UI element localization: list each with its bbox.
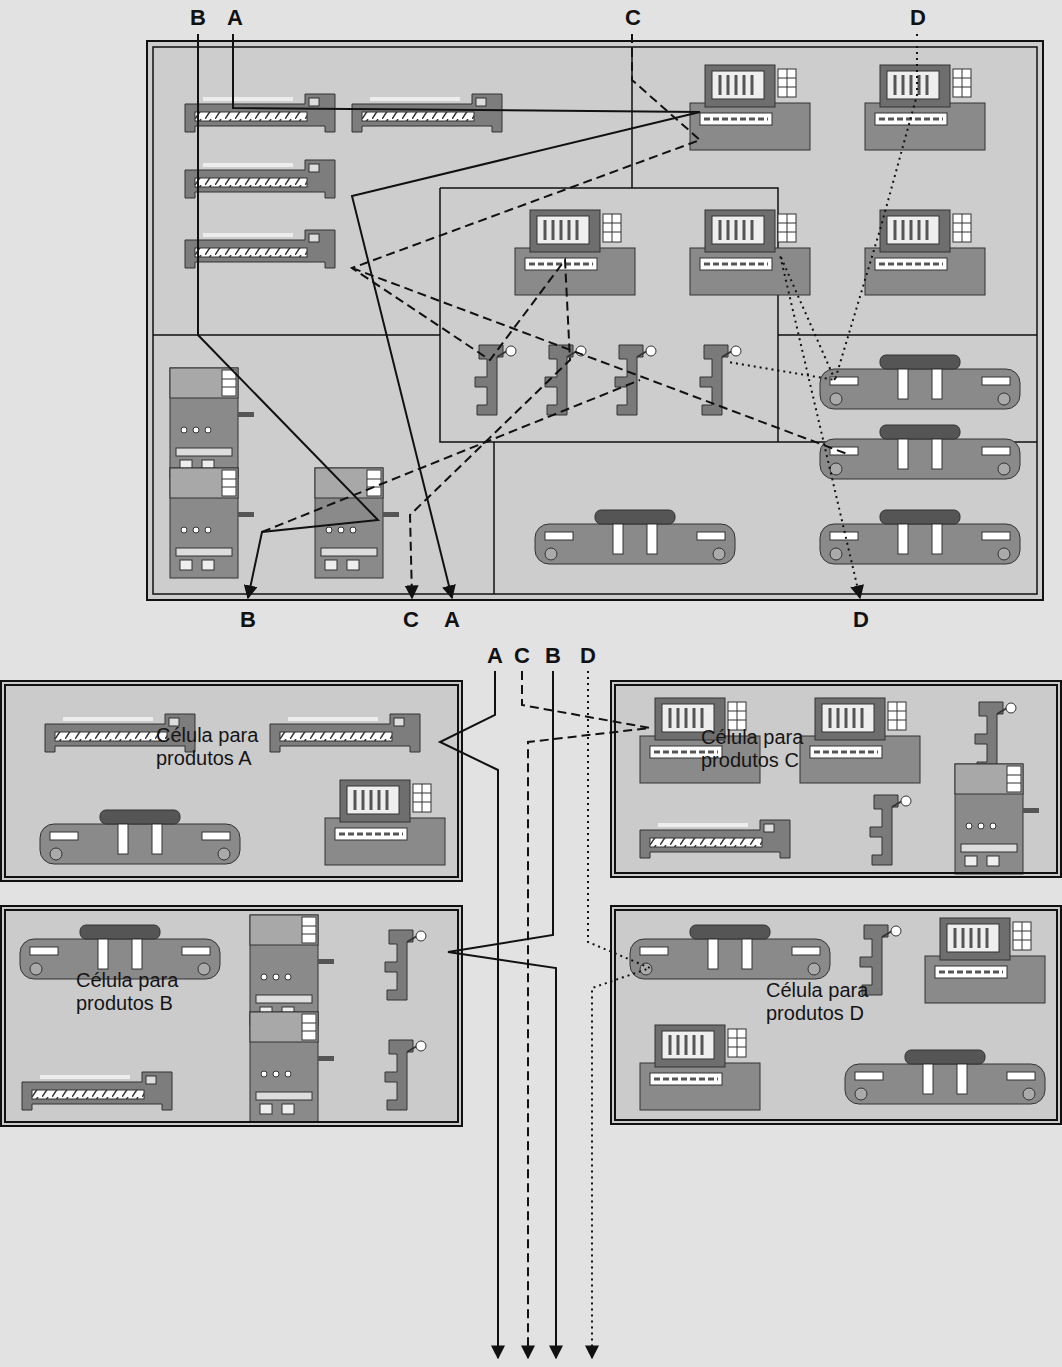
flow-letter: B xyxy=(190,6,206,30)
flow-letter: A xyxy=(487,644,503,668)
drawing-part xyxy=(250,915,334,1025)
drawing-part xyxy=(640,820,790,858)
drawing-part xyxy=(690,65,810,150)
drawing-part xyxy=(800,698,920,783)
drawing-part xyxy=(588,671,650,1358)
drawing-part xyxy=(865,65,985,150)
drawing-part xyxy=(233,34,700,598)
drawing-part xyxy=(0,680,463,882)
drawing-part xyxy=(170,468,254,578)
flow-letter: D xyxy=(910,6,926,30)
drawing-part xyxy=(522,671,650,1358)
flow-letter: C xyxy=(403,608,419,632)
drawing-part xyxy=(385,1040,426,1110)
cell-box: Célula para produtos A xyxy=(0,680,463,882)
cell-title: Célula para produtos B xyxy=(76,969,194,1015)
drawing-part xyxy=(147,41,1043,600)
flow-letter: D xyxy=(580,644,596,668)
drawing-part xyxy=(40,810,240,864)
drawing-part xyxy=(615,345,656,415)
machine-icons xyxy=(20,65,1045,1122)
cell-box: Célula para produtos D xyxy=(610,905,1062,1125)
flow-letter: C xyxy=(625,6,641,30)
drawing-part xyxy=(185,160,335,198)
drawing-part xyxy=(820,355,1020,409)
cell-flow-lines xyxy=(440,671,650,1358)
drawing-part xyxy=(185,94,335,132)
drawing-part xyxy=(820,425,1020,479)
drawing-part xyxy=(270,714,420,752)
drawing-part xyxy=(170,368,254,478)
flow-letter: B xyxy=(545,644,561,668)
drawing-part xyxy=(185,230,335,268)
drawing-part xyxy=(515,210,635,295)
drawing-part xyxy=(352,34,700,598)
cell-title: Célula para produtos A xyxy=(156,724,274,770)
drawing-part xyxy=(153,47,1037,594)
drawing-part xyxy=(610,680,1062,878)
drawing-part xyxy=(0,905,463,1127)
cell-ground xyxy=(0,680,1062,1127)
drawing-part xyxy=(845,1050,1045,1104)
flow-letter: B xyxy=(240,608,256,632)
drawing-part xyxy=(640,1025,760,1110)
drawing-part xyxy=(325,780,445,865)
cell-title: Célula para produtos C xyxy=(701,726,819,772)
drawing-part xyxy=(610,905,1062,1125)
drawing-part xyxy=(448,671,556,1358)
drawing-part xyxy=(925,918,1045,1003)
flow-letter: D xyxy=(853,608,869,632)
drawing-part xyxy=(728,34,917,598)
cell-box: Célula para produtos C xyxy=(610,680,1062,878)
drawing-part xyxy=(630,925,830,979)
drawing-part xyxy=(440,671,498,1358)
drawing-part xyxy=(690,210,810,295)
flow-letter: A xyxy=(227,6,243,30)
flow-letter: A xyxy=(444,608,460,632)
drawing-part xyxy=(535,510,735,564)
flow-letter: C xyxy=(514,644,530,668)
drawing-part xyxy=(475,345,516,415)
drawing-part xyxy=(352,94,502,132)
cell-title: Célula para produtos D xyxy=(766,979,884,1025)
cell-box: Célula para produtos B xyxy=(0,905,463,1127)
drawing-part xyxy=(153,47,1037,594)
drawing-part xyxy=(262,268,850,532)
flow-lines xyxy=(198,34,917,598)
drawing-part xyxy=(870,795,911,865)
drawing-part xyxy=(198,34,378,598)
drawing-part xyxy=(250,1012,334,1122)
drawing-part xyxy=(22,1072,172,1110)
drawing-part xyxy=(975,702,1016,772)
functional-layout xyxy=(147,41,1043,600)
drawing-part xyxy=(700,345,741,415)
drawing-part xyxy=(385,930,426,1000)
drawing-part xyxy=(955,764,1039,874)
